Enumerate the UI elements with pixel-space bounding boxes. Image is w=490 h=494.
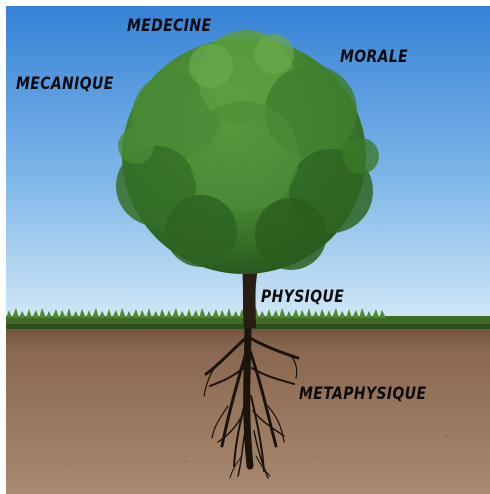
label-metaphysique: METAPHYSIQUE: [299, 384, 426, 404]
tree-of-philosophy-diagram: MEDECINE MORALE MECANIQUE PHYSIQUE METAP…: [6, 6, 490, 494]
label-medecine: MEDECINE: [127, 16, 211, 36]
label-morale: MORALE: [340, 47, 408, 67]
label-physique: PHYSIQUE: [261, 287, 344, 307]
label-mecanique: MECANIQUE: [16, 74, 114, 94]
